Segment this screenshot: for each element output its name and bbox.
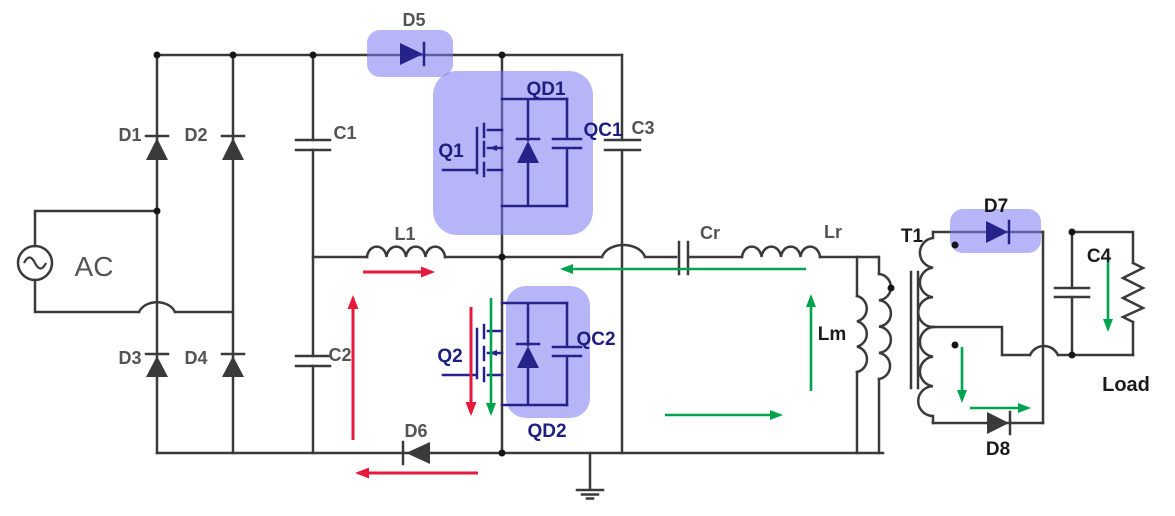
qc1-label: QC1 — [583, 120, 623, 141]
diode-d2-icon — [220, 134, 246, 160]
t1-label: T1 — [901, 226, 924, 247]
load-label: Load — [1102, 374, 1150, 396]
inductor-l1-icon — [365, 245, 447, 259]
sine-wave-icon — [23, 256, 47, 270]
transformer-polarity-dots — [887, 241, 959, 349]
cr-label: Cr — [700, 223, 720, 243]
component-labels: AC D1 D2 D3 D4 C1 C2 D5 D6 L1 C3 Cr Lr L… — [75, 10, 1150, 460]
c3-label: C3 — [631, 118, 654, 138]
diode-d3-icon — [144, 352, 170, 377]
load-leg — [1070, 230, 1135, 357]
ac-top-wire — [33, 209, 159, 248]
d2-label: D2 — [184, 125, 207, 145]
capacitor-c1-icon — [294, 138, 332, 152]
q1-label: Q1 — [438, 141, 464, 162]
diode-d4-icon — [220, 352, 246, 377]
diode-d5-icon — [400, 41, 426, 67]
junction-dots — [153, 51, 1076, 457]
diode-d8-icon — [987, 410, 1012, 436]
diode-d1-icon — [144, 134, 170, 160]
qd1-label: QD1 — [526, 79, 566, 100]
c4-label: C4 — [1087, 246, 1112, 267]
ac-source-circle — [16, 244, 54, 282]
load-resistor-icon — [1120, 261, 1146, 324]
diode-d7-icon — [986, 219, 1011, 245]
d5-label: D5 — [402, 10, 425, 30]
l1-label: L1 — [394, 224, 415, 244]
ac-source-icon — [16, 244, 54, 282]
ac-label: AC — [75, 251, 114, 282]
ac-bottom-wire-with-hop — [33, 278, 235, 314]
mosfet-q1-icon — [441, 122, 504, 178]
q2-label: Q2 — [437, 346, 462, 367]
body-diode-qd1-icon — [500, 97, 569, 208]
ground-icon — [575, 451, 605, 500]
capacitor-c4-icon — [1053, 286, 1091, 299]
transformer-primary-winding-icon — [877, 272, 893, 381]
body-diode-qd2-icon — [500, 301, 569, 407]
capacitor-c3-icon — [603, 138, 642, 152]
qc2-label: QC2 — [576, 329, 615, 350]
capacitor-qc1-icon — [551, 97, 583, 208]
transformer-secondary-top-winding-icon — [917, 230, 935, 329]
lm-label: Lm — [818, 324, 847, 345]
capacitor-qc2-icon — [551, 301, 583, 407]
transformer-core-icon — [909, 270, 920, 390]
c2-label: C2 — [328, 345, 351, 365]
highlight-q1-block — [433, 71, 593, 235]
d1-label: D1 — [118, 125, 141, 145]
d4-label: D4 — [184, 348, 207, 368]
inductor-lr-icon — [740, 245, 822, 259]
red-current-arrows — [347, 266, 478, 479]
highlight-q2-block — [506, 286, 590, 418]
green-current-arrows — [486, 262, 1113, 420]
inductor-lm-icon — [855, 294, 869, 374]
capacitor-c2-icon — [294, 354, 332, 368]
d7-label: D7 — [984, 196, 1008, 217]
center-tap-wire-with-hop — [931, 325, 1135, 357]
primary-leg — [876, 255, 881, 455]
d3-label: D3 — [118, 348, 141, 368]
lr-label: Lr — [824, 222, 842, 242]
transformer-secondary-bottom-winding-icon — [917, 325, 935, 425]
c1-label: C1 — [333, 123, 356, 143]
mid-rail — [311, 243, 880, 259]
d6-label: D6 — [404, 421, 427, 441]
diode-d6-icon — [401, 440, 430, 466]
qd2-label: QD2 — [527, 421, 566, 442]
d8-label: D8 — [986, 439, 1010, 460]
